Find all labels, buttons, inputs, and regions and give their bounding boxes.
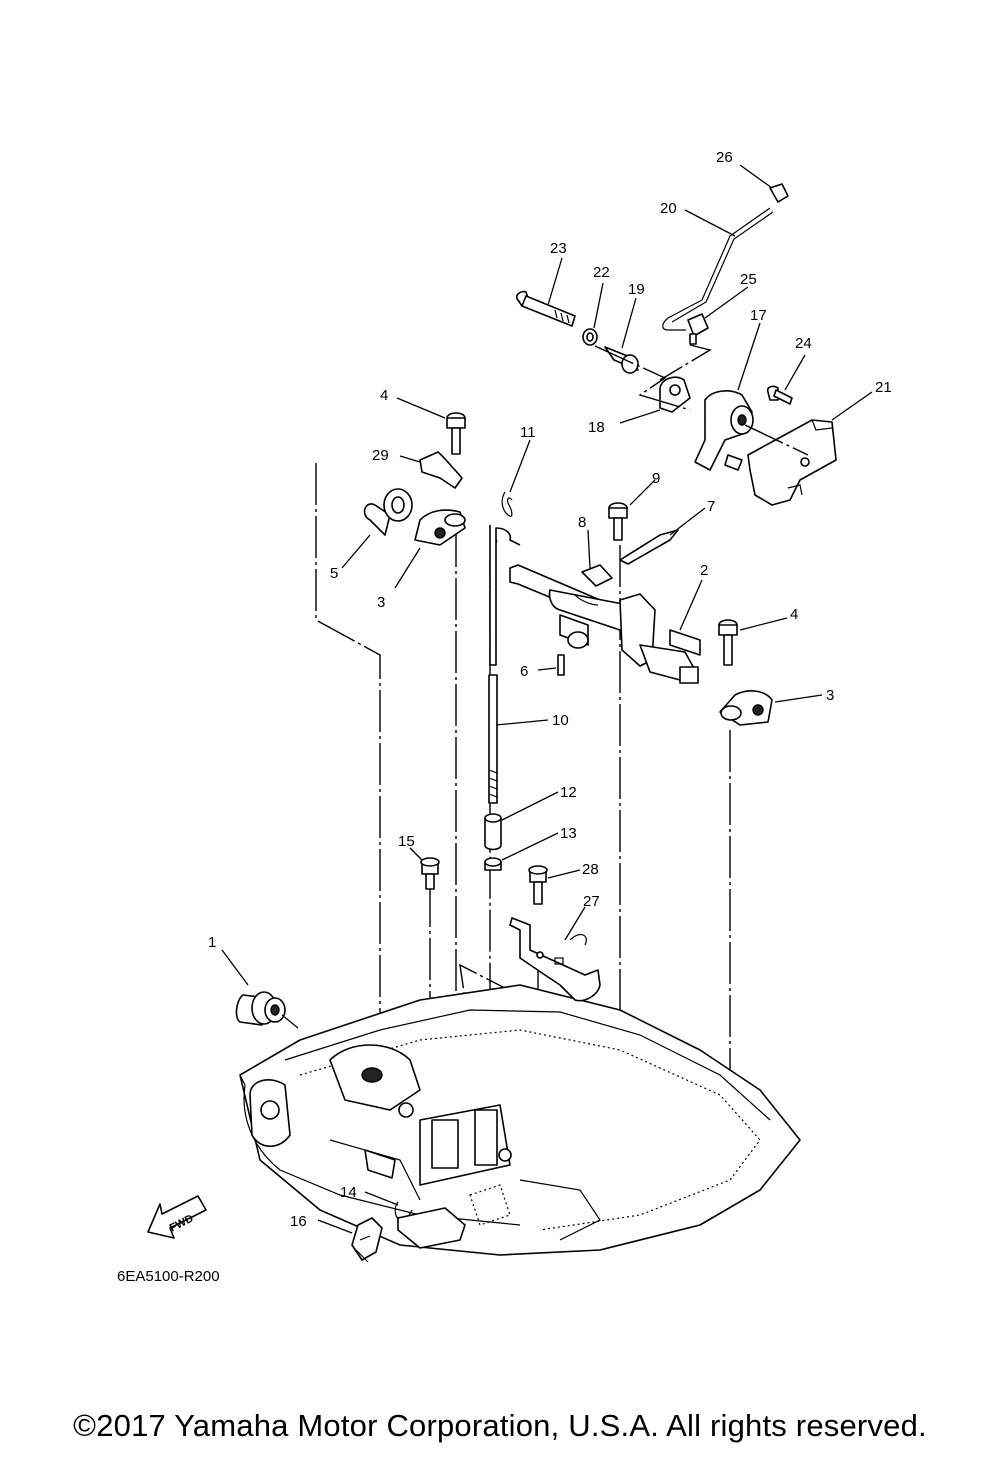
part-3-holder-right: [719, 690, 773, 726]
part-20-rod: [662, 207, 774, 331]
part-10-shift-rod: [488, 525, 521, 804]
callout-18: 18: [588, 419, 605, 436]
callout-2: 2: [700, 562, 708, 579]
part-21-bracket: [747, 419, 837, 506]
part-5-bushing: [363, 488, 413, 536]
part-19-collar: [604, 346, 639, 374]
part-8-clip: [581, 564, 613, 587]
callout-15: 15: [398, 833, 415, 850]
callout-19: 19: [628, 281, 645, 298]
part-24-bolt: [766, 385, 793, 405]
callout-25: 25: [740, 271, 757, 288]
part-27-bracket: [509, 917, 601, 1002]
part-22-washer: [582, 328, 598, 346]
part-11-clip: [501, 491, 513, 517]
part-4-bolt-left: [446, 412, 466, 455]
callout-17: 17: [750, 307, 767, 324]
callout-3: 3: [377, 594, 385, 611]
bottom-cowling: [239, 984, 801, 1256]
upper-dash-lines: [594, 344, 809, 456]
callout-23: 23: [550, 240, 567, 257]
callout-12: 12: [560, 784, 577, 801]
callout-16: 16: [290, 1213, 307, 1230]
callout-6: 6: [520, 663, 528, 680]
part-16-clip: [351, 1217, 383, 1263]
part-7-plate: [619, 529, 679, 565]
callout-8: 8: [578, 514, 586, 531]
callout-29: 29: [372, 447, 389, 464]
part-3-holder-left: [414, 509, 466, 546]
callout-24: 24: [795, 335, 812, 352]
callout-4: 4: [790, 606, 798, 623]
part-9-bolt: [608, 502, 628, 541]
part-12-collar: [484, 813, 502, 851]
copyright-notice: ©2017 Yamaha Motor Corporation, U.S.A. A…: [73, 1408, 927, 1443]
part-18-lever: [659, 376, 691, 413]
part-25-joint: [687, 313, 709, 345]
part-26-cap: [769, 183, 789, 203]
callout-10: 10: [552, 712, 569, 729]
part-17-lever: [694, 390, 754, 471]
callout-20: 20: [660, 200, 677, 217]
callout-7: 7: [707, 498, 715, 515]
callout-28: 28: [582, 861, 599, 878]
part-28-bolt: [528, 865, 548, 905]
callout-14: 14: [340, 1184, 357, 1201]
callout-11: 11: [520, 424, 536, 441]
part-1-grommet: [235, 991, 299, 1029]
leader-lines: [221, 164, 873, 1234]
callout-21: 21: [875, 379, 892, 396]
part-13-nut: [484, 857, 502, 871]
callout-27: 27: [583, 893, 600, 910]
callout-9: 9: [652, 470, 660, 487]
callout-5: 5: [330, 565, 338, 582]
part-6-pin: [557, 654, 565, 676]
drawing-code: 6EA5100-R200: [117, 1268, 220, 1285]
part-4-bolt-right: [718, 619, 738, 666]
part-2-shift-shaft: [509, 564, 701, 684]
callout-3: 3: [826, 687, 834, 704]
part-23-bolt: [515, 290, 576, 327]
callout-4: 4: [380, 387, 388, 404]
callout-13: 13: [560, 825, 577, 842]
callout-26: 26: [716, 149, 733, 166]
part-15-bolt: [420, 857, 440, 890]
callout-labels: 1 2 3 3 4 4 5 6 7 8 9 10 11 12 13 14 15 …: [208, 149, 892, 1230]
part-29-retainer: [419, 451, 463, 489]
callout-22: 22: [593, 264, 610, 281]
callout-1: 1: [208, 934, 216, 951]
fwd-arrow-icon: FWD: [147, 1195, 207, 1239]
